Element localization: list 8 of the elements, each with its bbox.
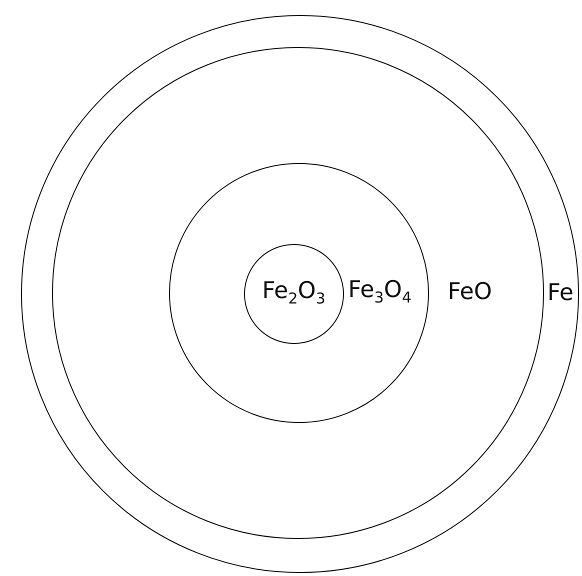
- layer-circle: [244, 244, 344, 344]
- layer-label: Fe: [547, 282, 574, 305]
- layer-circle: [168, 162, 429, 423]
- layer-label: FeO: [448, 281, 492, 304]
- layer-label: Fe$_{3}$O$_{4}$: [348, 278, 412, 306]
- layer-label: Fe$_{2}$O$_{3}$: [262, 280, 326, 307]
- layer-circle: [52, 47, 544, 540]
- layer-circle: [21, 15, 579, 573]
